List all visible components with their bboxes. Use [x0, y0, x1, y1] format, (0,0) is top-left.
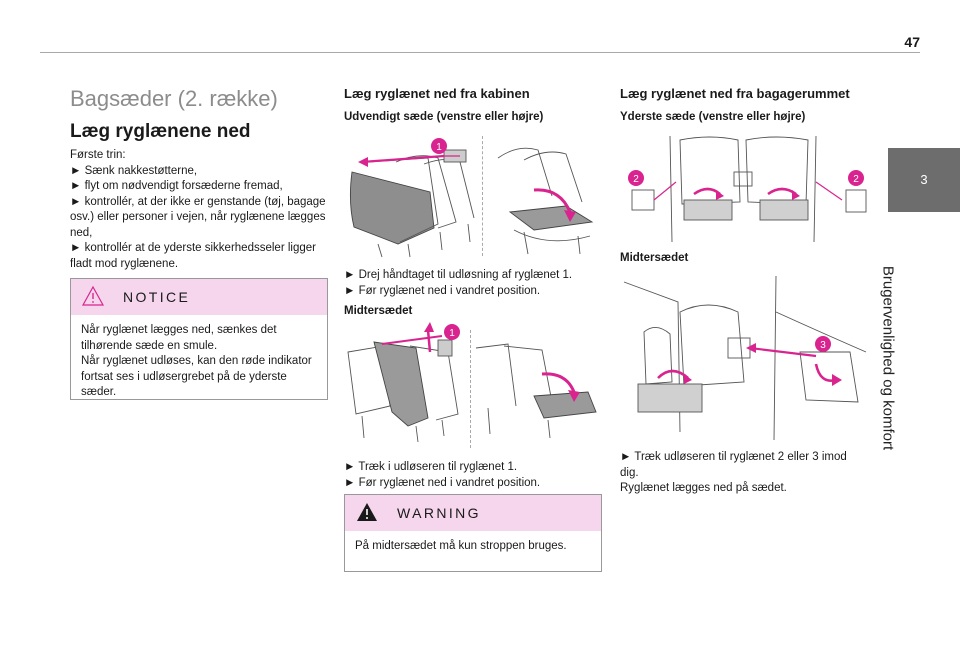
col3-heading: Læg ryglænet ned fra bagagerummet — [620, 86, 850, 101]
seat-illustration: 1 — [347, 322, 597, 443]
figure-divider — [482, 136, 483, 256]
chapter-tab[interactable]: 3 — [888, 148, 960, 212]
warning-title: WARNING — [397, 505, 481, 521]
page-number: 47 — [904, 34, 920, 50]
notice-body: Når ryglænet lægges ned, sænkes det tilh… — [71, 315, 327, 409]
step-item: ► kontrollér at de yderste sikkerhedssel… — [70, 242, 316, 270]
notice-header: NOTICE — [71, 279, 327, 315]
step-item: ► Drej håndtaget til udløsning af ryglæn… — [344, 269, 573, 281]
step-item: ► Sænk nakkestøtterne, — [70, 164, 198, 177]
warning-box: WARNING På midtersædet må kun stroppen b… — [344, 494, 602, 572]
col1-body: Første trin: ► Sænk nakkestøtterne, ► fl… — [70, 148, 328, 272]
notice-line: Når ryglænet lægges ned, sænkes det tilh… — [81, 324, 277, 352]
svg-text:2: 2 — [633, 174, 639, 185]
section-title: Bagsæder (2. række) — [70, 86, 278, 111]
warning-header: WARNING — [345, 495, 601, 531]
step-item: ► Før ryglænet ned i vandret position. — [344, 476, 541, 489]
figure-trunk-middle: 3 — [620, 272, 870, 442]
warning-triangle-icon — [357, 503, 377, 521]
col3-sub2: Midtersædet — [620, 252, 689, 264]
callout-1-icon: 1 — [431, 138, 447, 154]
step-item: ► Træk udløseren til ryglænet 2 eller 3 … — [620, 451, 847, 479]
figure-divider — [470, 330, 471, 448]
result-text: Ryglænet lægges ned på sædet. — [620, 482, 787, 494]
callout-1-icon: 1 — [444, 324, 460, 340]
svg-text:1: 1 — [436, 142, 442, 153]
trunk-illustration: 2 2 — [628, 135, 867, 243]
warning-body: På midtersædet må kun stroppen bruges. — [345, 531, 601, 563]
col2-steps1: ► Drej håndtaget til udløsning af ryglæn… — [344, 268, 599, 299]
col2-steps2: ► Træk i udløseren til ryglænet 1. ► Før… — [344, 460, 599, 491]
col2-sub2: Midtersædet — [344, 305, 413, 317]
col1-heading: Læg ryglænene ned — [70, 121, 251, 142]
svg-text:3: 3 — [820, 340, 826, 351]
warning-text: På midtersædet må kun stroppen bruges. — [355, 540, 567, 552]
callout-3-icon: 3 — [815, 336, 831, 352]
figure-outer-seat: 1 — [338, 132, 600, 262]
callout-2-icon: 2 — [848, 170, 864, 186]
header-rule — [40, 52, 920, 53]
notice-box: NOTICE Når ryglænet lægges ned, sænkes d… — [70, 278, 328, 400]
step-item: ► kontrollér, at der ikke er genstande (… — [70, 195, 326, 239]
col3-sub1: Yderste sæde (venstre eller højre) — [620, 111, 806, 123]
svg-text:2: 2 — [853, 174, 859, 185]
side-title-text: Brugervenlighed og komfort — [879, 265, 897, 451]
intro-text: Første trin: — [70, 149, 126, 161]
col3-body: ► Træk udløseren til ryglænet 2 eller 3 … — [620, 450, 860, 497]
figure-middle-seat: 1 — [338, 322, 600, 448]
step-item: ► Træk i udløseren til ryglænet 1. — [344, 461, 518, 473]
step-item: ► Før ryglænet ned i vandret position. — [344, 284, 541, 297]
col2-sub1: Udvendigt sæde (venstre eller højre) — [344, 111, 544, 123]
step-item: ► flyt om nødvendigt forsæderne fremad, — [70, 180, 283, 192]
col2-heading: Læg ryglænet ned fra kabinen — [344, 86, 530, 101]
warning-triangle-icon — [81, 285, 105, 306]
trunk-illustration: 3 — [623, 275, 867, 441]
notice-title: NOTICE — [123, 289, 191, 305]
seat-illustration: 1 — [349, 138, 594, 258]
svg-text:1: 1 — [449, 328, 455, 339]
callout-2-icon: 2 — [628, 170, 644, 186]
notice-line: Når ryglænet udløses, kan den røde indik… — [81, 355, 312, 398]
figure-trunk-outer: 2 2 — [620, 132, 870, 244]
